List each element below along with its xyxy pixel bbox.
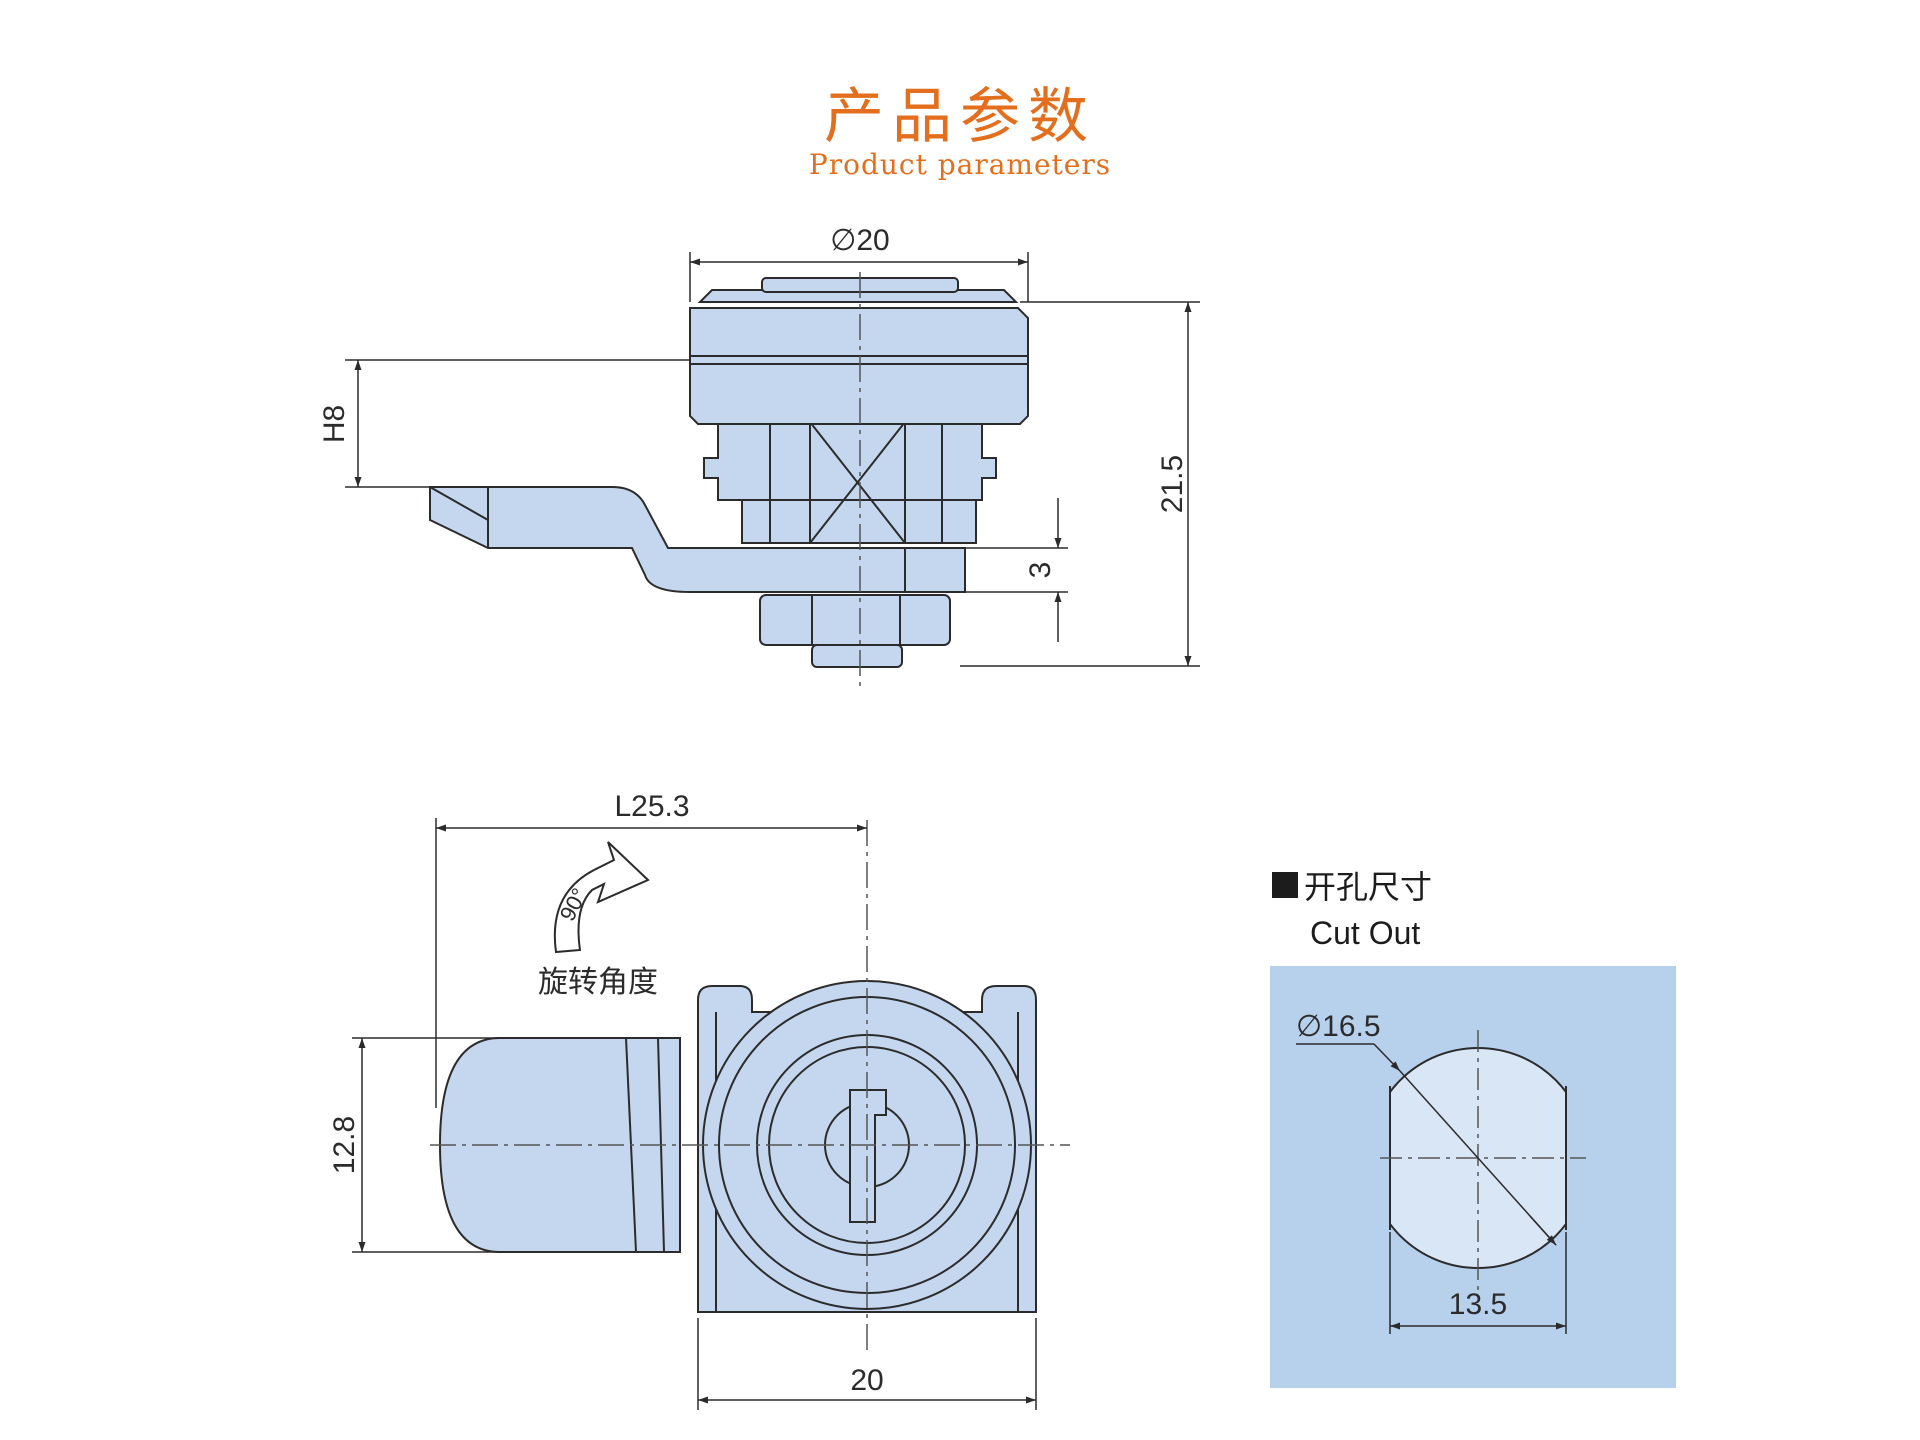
lever-arm (429, 486, 931, 593)
side-dimensions (345, 252, 1200, 667)
dim-label-h8: H8 (318, 405, 351, 443)
dia-arrow-a (1373, 1043, 1401, 1072)
dim-label-21-5: 21.5 (1156, 455, 1189, 513)
side-view (429, 277, 1029, 668)
page-subtitle: Product parameters (808, 148, 1112, 181)
head-flange (689, 307, 1029, 425)
lever-arm-edge (429, 486, 489, 548)
lock-body (703, 421, 997, 544)
cutout-heading-cn: 开孔尺寸 (1304, 869, 1432, 905)
front-dimensions (352, 818, 1037, 1410)
dim-label-12-8: 12.8 (328, 1116, 361, 1174)
dim-label-3: 3 (1024, 562, 1057, 579)
cutout-dim-diameter: ∅16.5 (1296, 1010, 1381, 1043)
rotation-arrow-icon (553, 841, 650, 954)
dim-label-20: 20 (850, 1364, 883, 1397)
body-cross-b (809, 421, 906, 544)
keyway-slot (849, 1089, 887, 1223)
page-title: 产品参数 (824, 82, 1096, 152)
cutout-dim-width: 13.5 (1449, 1288, 1507, 1321)
cutout-heading-square-icon (1272, 872, 1298, 898)
shaft-stub (811, 644, 903, 668)
front-view (438, 980, 1037, 1313)
cutout-dimensions (1296, 1043, 1567, 1334)
dia-arrow-b (1529, 1215, 1557, 1246)
dim-label-d20: ∅20 (830, 224, 890, 257)
hex-nut (759, 594, 951, 646)
rotation-caption: 旋转角度 (538, 966, 658, 999)
cutout-heading-en: Cut Out (1310, 915, 1420, 951)
dim-label-l25-3: L25.3 (614, 790, 689, 823)
cam-block (904, 547, 966, 593)
